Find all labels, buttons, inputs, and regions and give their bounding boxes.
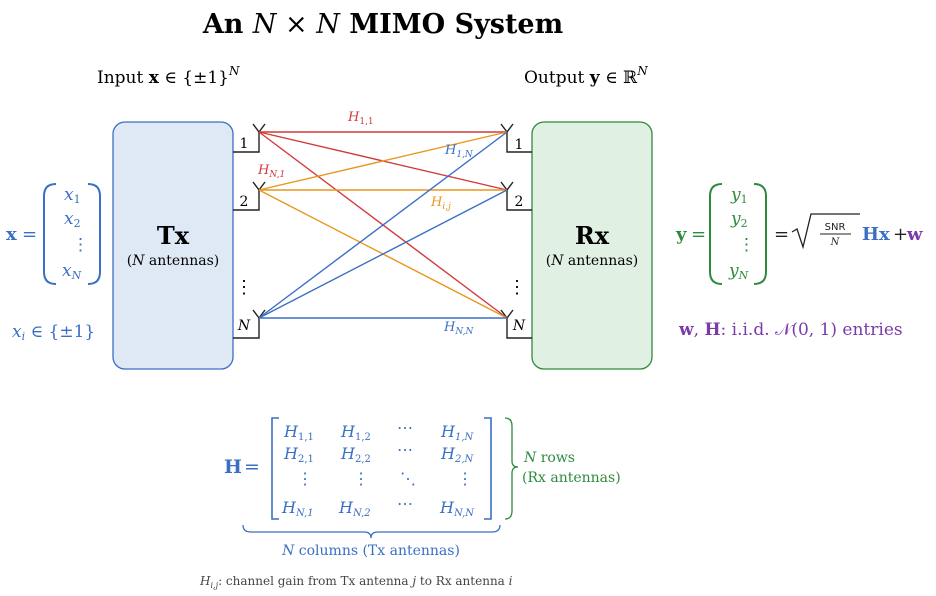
- rx-antenna-2-label: 2: [515, 194, 524, 210]
- columns-note: N columns (Tx antennas): [281, 543, 460, 559]
- link-txn-rx2: [258, 189, 508, 319]
- x-entry-n: xN: [62, 261, 82, 282]
- tx-box: [112, 121, 234, 370]
- matrix-cell: ⋯: [397, 494, 413, 513]
- y-vector-eq: =: [691, 224, 706, 245]
- x-vector-left-paren: [43, 183, 57, 285]
- snr-denominator: N: [830, 237, 841, 248]
- matrix-cell: ⋯: [397, 418, 413, 437]
- rx-antenna-1-label: 1: [515, 137, 524, 153]
- tx-subtitle: (N antennas): [127, 253, 219, 269]
- matrix-cell: HN,N: [439, 498, 475, 519]
- label-h11: H1,1: [347, 110, 374, 127]
- tx-antenna-2-label: 2: [240, 194, 249, 210]
- channel-matrix: H = H1,1 H1,2 ⋯ H1,N H2,1 H2,2 ⋯ H2,N ⋮ …: [224, 417, 492, 520]
- matrix-cell: ⋮: [297, 469, 313, 488]
- label-h1N: H1,N: [444, 143, 474, 160]
- x-constraint: xi ∈ {±1}: [12, 322, 95, 343]
- y-entry-dots: ⋮: [738, 235, 755, 255]
- tx-title: Tx: [157, 221, 190, 250]
- footnote: Hi,j: channel gain from Tx antenna j to …: [199, 574, 513, 590]
- hx-term: Hx: [862, 224, 890, 245]
- rows-brace: [504, 417, 519, 520]
- x-entry-1: x1: [64, 185, 81, 206]
- columns-brace: [242, 524, 501, 539]
- matrix-cell: H2,2: [340, 444, 371, 465]
- matrix-cell: HN,2: [338, 498, 371, 519]
- matrix-eq: =: [244, 456, 260, 478]
- output-label: Output y ∈ ℝN: [524, 64, 648, 88]
- label-hN1: HN,1: [257, 163, 285, 180]
- matrix-lhs: H: [224, 456, 242, 478]
- rx-title: Rx: [575, 221, 610, 250]
- matrix-cell: ⋮: [353, 469, 369, 488]
- tx-antenna-1-label: 1: [240, 136, 249, 152]
- tx-antenna-dots: ⋮: [235, 277, 253, 298]
- matrix-cell: H2,1: [283, 444, 314, 465]
- tx-antenna-n-label: N: [237, 318, 251, 334]
- rx-box: [531, 121, 653, 370]
- y-vector-right-paren: [753, 183, 767, 285]
- rows-note-line1: N rows: [523, 450, 575, 466]
- matrix-left-bracket: [271, 417, 279, 520]
- rx-antenna-1: [500, 123, 532, 153]
- rows-note-line2: (Rx antennas): [522, 470, 621, 486]
- input-label: Input x ∈ {±1}N: [97, 64, 240, 88]
- label-hij: Hi,j: [430, 195, 451, 212]
- tx-antenna-2: [233, 181, 266, 211]
- sqrt-sign: [791, 213, 860, 250]
- link-tx2-rx1: [258, 131, 508, 191]
- rx-subtitle: (N antennas): [546, 253, 638, 269]
- x-vector-right-paren: [87, 183, 101, 285]
- plus-sign: +: [893, 224, 908, 245]
- matrix-cell: ⋯: [397, 440, 413, 459]
- matrix-right-bracket: [484, 417, 492, 520]
- rx-antenna-n-label: N: [512, 318, 526, 334]
- matrix-cell: ⋱: [400, 469, 416, 488]
- noise-note: w, H: i.i.d. 𝒩(0, 1) entries: [678, 320, 903, 340]
- label-hNN: HN,N: [443, 320, 475, 337]
- rx-antenna-dots: ⋮: [508, 277, 526, 298]
- matrix-cell: H1,1: [283, 422, 314, 443]
- y-entry-n: yN: [728, 261, 749, 282]
- rx-antenna-2: [500, 181, 532, 211]
- y-equation: y = y1 y2 ⋮ yN = SNR N Hx + w: [675, 183, 923, 285]
- y-entry-1: y1: [730, 185, 748, 206]
- y-vector-lhs: y: [675, 224, 687, 245]
- x-vector-eq: =: [22, 224, 37, 245]
- x-vector-lhs: x: [6, 224, 17, 245]
- matrix-cell: H1,2: [340, 422, 371, 443]
- page-title: An N × N MIMO System: [202, 9, 563, 40]
- matrix-cell: ⋮: [457, 469, 473, 488]
- matrix-cells: H1,1 H1,2 ⋯ H1,N H2,1 H2,2 ⋯ H2,N ⋮ ⋮ ⋱ …: [281, 418, 475, 519]
- w-term: w: [906, 224, 923, 245]
- x-vector: x = x1 x2 ⋮ xN: [6, 183, 101, 285]
- link-txn-rx1: [258, 131, 508, 319]
- x-entry-2: x2: [64, 209, 81, 230]
- x-entry-dots: ⋮: [72, 235, 89, 255]
- tx-antenna-1: [233, 123, 266, 153]
- y-rhs-eq: =: [774, 224, 789, 245]
- y-vector-left-paren: [709, 183, 723, 285]
- matrix-cell: HN,1: [281, 498, 314, 519]
- snr-numerator: SNR: [825, 222, 846, 233]
- y-entry-2: y2: [730, 209, 748, 230]
- channel-links: [258, 131, 508, 319]
- matrix-cell: H2,N: [440, 444, 474, 465]
- matrix-cell: H1,N: [440, 422, 474, 443]
